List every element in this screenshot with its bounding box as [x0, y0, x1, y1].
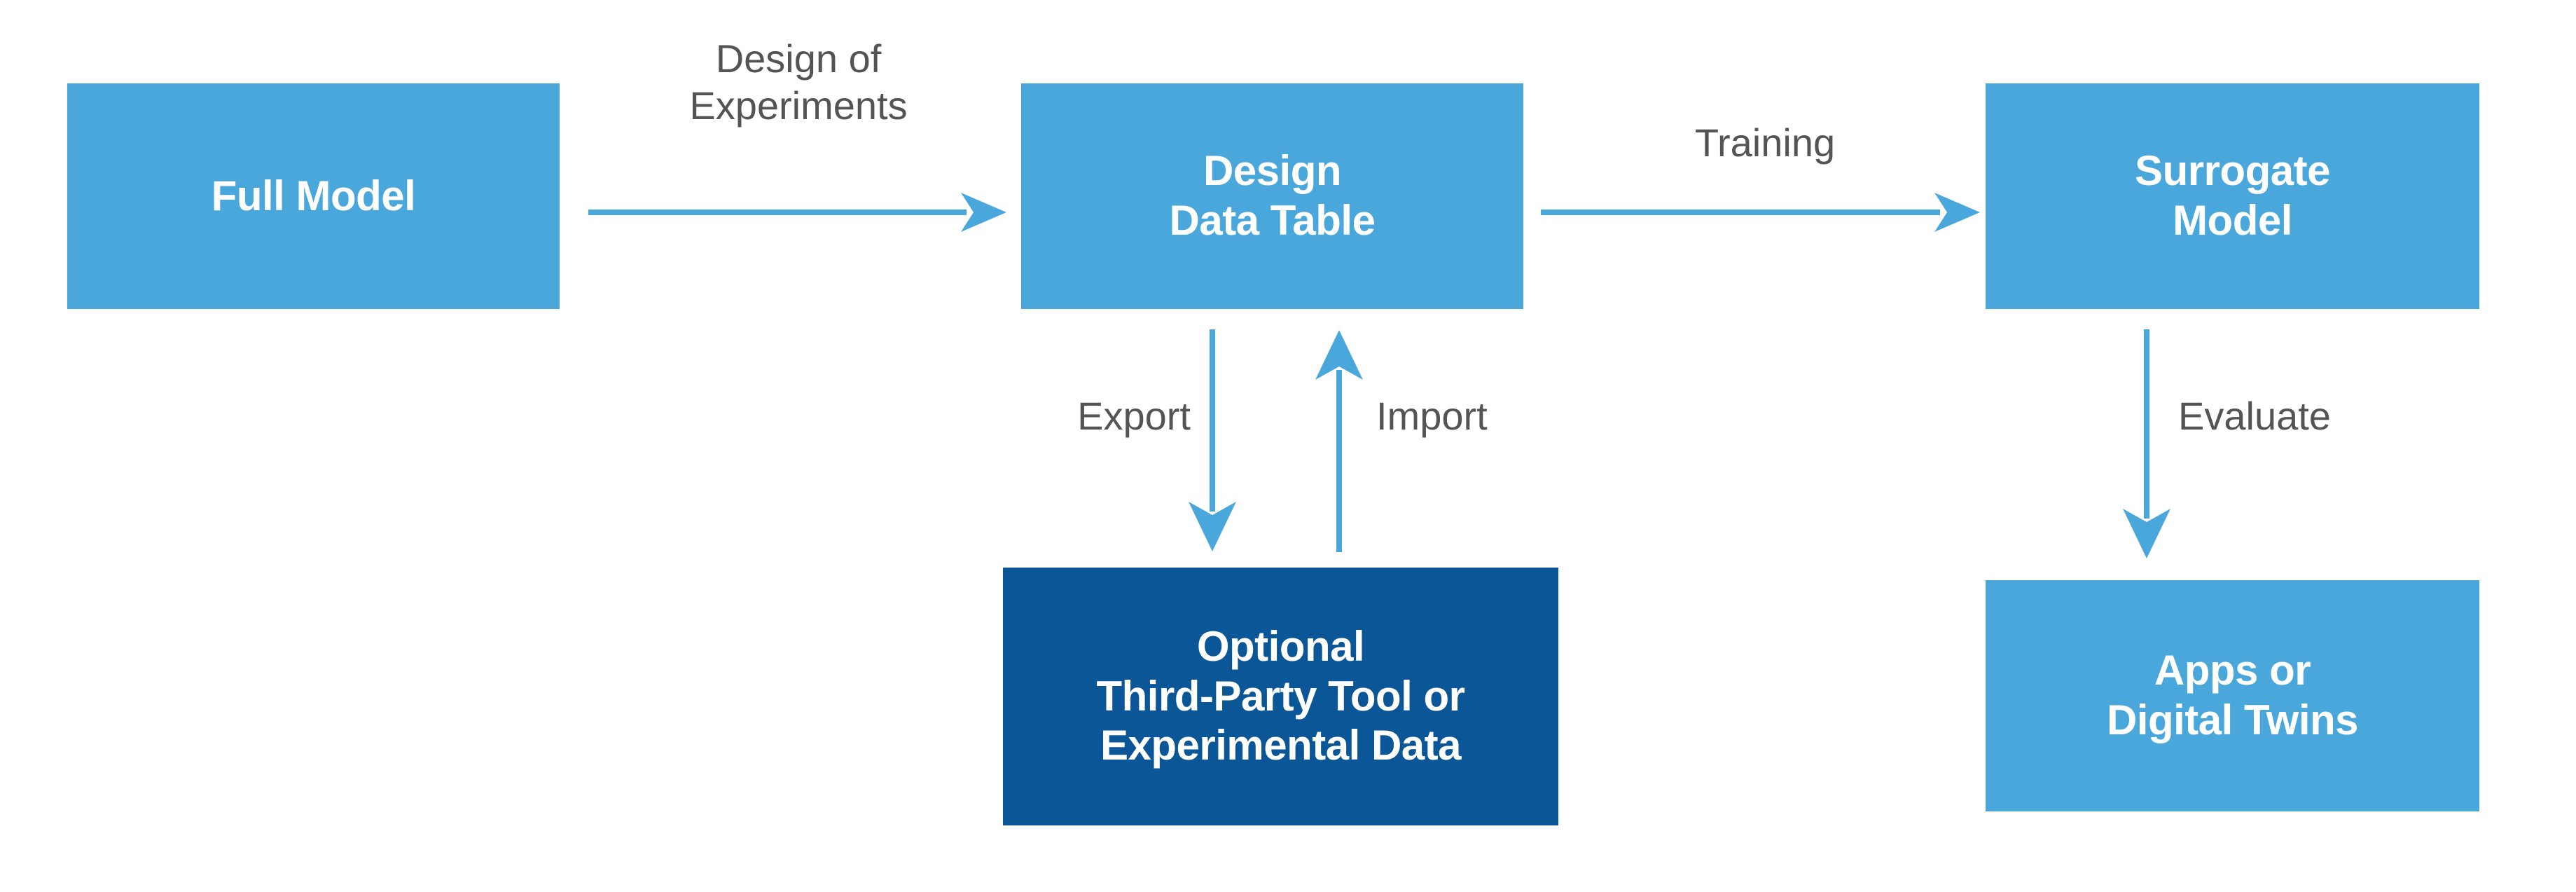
edge-label-evaluate: Evaluate [2178, 394, 2331, 438]
node-design-data-table-label: Design Data Table [1169, 147, 1376, 244]
arrow-import [1315, 330, 1363, 552]
edge-label-training: Training [1694, 121, 1836, 165]
arrow-design-of-experiments [588, 193, 1006, 232]
arrow-evaluate [2123, 329, 2170, 558]
edge-label-export: Export [1077, 394, 1191, 438]
node-apps-digital-twins[interactable]: Apps or Digital Twins [1986, 580, 2479, 811]
node-optional-third-party-label: Optional Third-Party Tool or Experimenta… [1096, 622, 1465, 769]
node-design-data-table[interactable]: Design Data Table [1021, 83, 1523, 309]
node-optional-third-party[interactable]: Optional Third-Party Tool or Experimenta… [1003, 568, 1558, 825]
node-apps-digital-twins-label: Apps or Digital Twins [2106, 647, 2359, 743]
arrow-export [1189, 329, 1236, 551]
node-full-model[interactable]: Full Model [67, 83, 560, 309]
node-full-model-label: Full Model [211, 172, 416, 219]
node-surrogate-model[interactable]: Surrogate Model [1986, 83, 2479, 309]
node-surrogate-model-label: Surrogate Model [2135, 147, 2330, 244]
edge-label-import: Import [1376, 394, 1488, 438]
arrow-training [1541, 193, 1980, 232]
edge-label-design-of-experiments: Design of Experiments [689, 36, 908, 128]
